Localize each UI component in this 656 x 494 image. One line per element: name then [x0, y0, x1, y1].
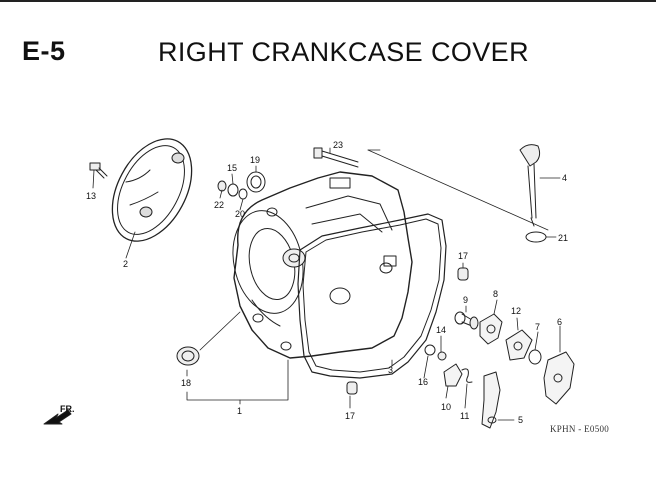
- stopper-plate: [479, 313, 503, 345]
- stopper-arm: [443, 363, 473, 387]
- callout-11: 11: [460, 411, 469, 421]
- callout-21: 21: [558, 233, 568, 243]
- reference-code: KPHN - E0500: [550, 424, 610, 434]
- oil-dipstick: [519, 144, 541, 227]
- dipstick-o-ring: [525, 231, 547, 243]
- callout-19: 19: [250, 155, 260, 165]
- shift-cam: [543, 351, 575, 405]
- gearshift-plate: [481, 371, 501, 429]
- callout-10: 10: [441, 402, 451, 412]
- callout-3: 3: [388, 365, 393, 375]
- cover-bolt: [89, 162, 108, 179]
- direction-marker: FR.: [60, 404, 75, 414]
- page-title: RIGHT CRANKCASE COVER: [158, 37, 529, 67]
- callout-13: 13: [86, 191, 96, 201]
- callout-8: 8: [493, 289, 498, 299]
- dowel-pin-lower: [346, 381, 358, 395]
- seal-rings: [217, 171, 266, 200]
- callout-15: 15: [227, 163, 237, 173]
- callout-20: 20: [235, 209, 245, 219]
- section-code: E-5: [22, 36, 66, 66]
- crankcase-cover: [232, 171, 413, 359]
- dowel-pin-upper: [457, 267, 469, 281]
- callout-2: 2: [123, 259, 128, 269]
- callout-16: 16: [418, 377, 428, 387]
- callout-17-upper: 17: [458, 251, 468, 261]
- callout-14: 14: [436, 325, 446, 335]
- callout-18: 18: [181, 378, 191, 388]
- callout-22: 22: [214, 200, 224, 210]
- top-rule: [0, 0, 656, 2]
- callout-4: 4: [562, 173, 567, 183]
- collar: [528, 349, 542, 365]
- outer-cover: [111, 138, 193, 242]
- neutral-switch: [454, 311, 479, 330]
- shift-arm: [505, 329, 533, 361]
- callout-17-lower: 17: [345, 411, 355, 421]
- callout-23: 23: [333, 140, 343, 150]
- callout-6: 6: [557, 317, 562, 327]
- callout-1: 1: [237, 406, 242, 416]
- washer: [424, 344, 436, 356]
- callout-12: 12: [511, 306, 521, 316]
- callout-5: 5: [518, 415, 523, 425]
- long-bolt: [313, 147, 359, 168]
- collar-small: [437, 351, 447, 361]
- cover-gasket: [297, 213, 447, 379]
- front-direction-arrow: [43, 409, 72, 425]
- oil-seal: [176, 346, 200, 366]
- callout-9: 9: [463, 295, 468, 305]
- leader-lines: [92, 147, 561, 421]
- callout-7: 7: [535, 322, 540, 332]
